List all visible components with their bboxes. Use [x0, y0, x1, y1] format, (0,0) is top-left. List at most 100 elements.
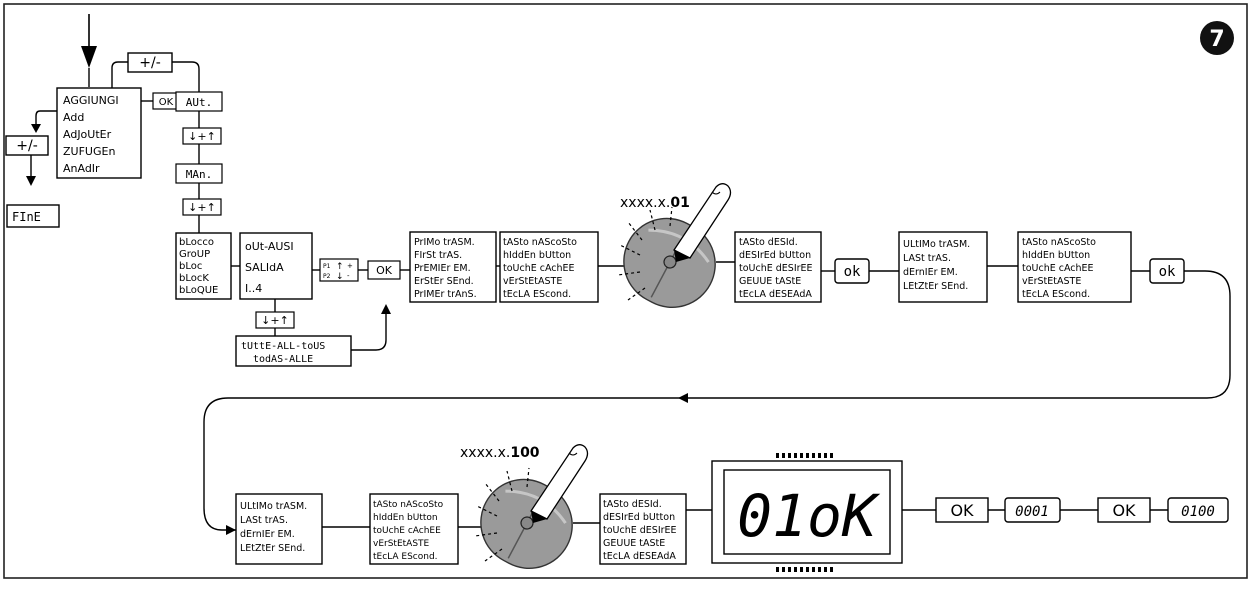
exit-arrowhead-1: [31, 124, 41, 133]
display-segment-tick: [806, 453, 809, 458]
out-line-3: I..4: [245, 282, 262, 295]
plus-minus-key-left-label: +/-: [16, 138, 38, 154]
all-return-connector: [351, 312, 386, 350]
block-line-3: bLoc: [179, 261, 202, 272]
last-1-line-4: LEtZtEr SEnd.: [903, 281, 968, 292]
loop-connector-left: [112, 62, 128, 88]
ok-key-4-label: OK: [1112, 501, 1136, 520]
figure-number: 7: [1209, 27, 1224, 52]
arrows-key-2-label: ↓+↑: [188, 201, 216, 214]
hidden-2-line-1: tASto nAScoSto: [1022, 237, 1096, 248]
add-line-5: AnAdIr: [63, 162, 100, 175]
hidden-button-lines-1: tASto nAScoSto hIddEn bUtton toUchE cAch…: [503, 237, 577, 300]
hidden-1-line-5: tEcLA EScond.: [503, 289, 571, 300]
hidden-2-line-2: hIddEn bUtton: [1022, 250, 1090, 261]
p1-plus-icon: +: [347, 262, 353, 270]
ok-lcd-key-2-label: ok: [1159, 264, 1176, 280]
all-line-2: todAS-ALLE: [253, 354, 313, 365]
first-tr-line-5: PrIMEr trAnS.: [414, 289, 477, 300]
ok-key-1-label: OK: [159, 97, 174, 108]
p2-label: P2: [323, 273, 331, 280]
exit-arrowhead-2: [26, 176, 36, 186]
block-line-2: GroUP: [179, 249, 210, 260]
display-segment-tick: [818, 453, 821, 458]
wrap-direction-arrowhead: [678, 393, 688, 403]
display-segment-tick: [794, 567, 797, 572]
desired-2-line-5: tEcLA dESEAdA: [603, 551, 676, 562]
block-line-1: bLocco: [179, 237, 214, 248]
first-transmission-lines: PrIMo trASM. FIrSt trAS. PrEMIEr EM. ErS…: [414, 237, 477, 300]
display-segment-tick: [782, 453, 785, 458]
ok-key-2-label: OK: [376, 264, 393, 277]
p1-label: P1: [323, 263, 331, 270]
p1-up-arrow-icon: ↑: [336, 262, 344, 272]
first-tr-line-4: ErStEr SEnd.: [414, 276, 474, 287]
p2-down-arrow-icon: ↓: [336, 272, 344, 282]
desired-2-line-2: dESIrEd bUtton: [603, 512, 675, 523]
desired-2-line-3: toUchE dESIrEE: [603, 525, 677, 536]
desired-1-line-4: GEUUE tAStE: [739, 276, 801, 287]
hidden-1-line-1: tASto nAScoSto: [503, 237, 577, 248]
last-1-line-1: ULtIMo trASM.: [903, 239, 970, 250]
last-code-label: xxxx.x.100: [460, 445, 540, 461]
counter-last-value: 0100: [1181, 504, 1215, 520]
plus-minus-key-top-label: +/-: [139, 55, 161, 71]
end-label: FInE: [12, 210, 41, 224]
last-1-line-3: dErnIEr EM.: [903, 267, 958, 278]
counter-first-value: 0001: [1015, 504, 1049, 520]
first-tr-line-2: FIrSt trAS.: [414, 250, 462, 261]
block-line-5: bLoQUE: [179, 285, 218, 296]
hidden-button-lines-2: tASto nAScoSto hIddEn bUtton toUchE cAch…: [1022, 237, 1096, 300]
display-segment-tick: [776, 567, 779, 572]
hidden-3-line-5: tEcLA EScond.: [373, 552, 438, 562]
hidden-button-lines-3: tASto nAScoSto hIddEn bUtton toUchE cAch…: [373, 500, 444, 562]
man-label: MAn.: [186, 168, 213, 181]
last-2-line-2: LASt trAS.: [240, 515, 288, 526]
display-segment-ticks-top: [776, 453, 833, 458]
display-segment-tick: [800, 567, 803, 572]
display-segment-tick: [782, 567, 785, 572]
desired-1-line-3: toUchE dESIrEE: [739, 263, 813, 274]
loop-connector-right: [172, 62, 199, 92]
arrows-key-1-label: ↓+↑: [188, 130, 216, 143]
first-tr-line-1: PrIMo trASM.: [414, 237, 475, 248]
add-line-2: Add: [63, 111, 84, 124]
display-segment-tick: [824, 453, 827, 458]
display-segment-tick: [788, 567, 791, 572]
display-segment-tick: [812, 453, 815, 458]
display-segment-tick: [812, 567, 815, 572]
entry-arrowhead: [81, 46, 97, 68]
block-line-4: bLocK: [179, 273, 209, 284]
display-segment-tick: [824, 567, 827, 572]
last-2-line-4: LEtZtEr SEnd.: [240, 543, 305, 554]
display-segment-tick: [818, 567, 821, 572]
hidden-3-line-2: hIddEn bUtton: [373, 513, 438, 523]
hidden-2-line-3: toUchE cAchEE: [1022, 263, 1094, 274]
display-readout: 01oK: [737, 482, 881, 550]
aut-label: AUt.: [186, 96, 213, 109]
out-line-1: oUt-AUSI: [245, 240, 294, 253]
last-1-line-2: LASt trAS.: [903, 253, 951, 264]
wrap-end-arrowhead: [226, 525, 236, 535]
hidden-2-line-5: tEcLA EScond.: [1022, 289, 1090, 300]
display-segment-tick: [776, 453, 779, 458]
desired-1-line-1: tASto dESId.: [739, 237, 798, 248]
add-line-3: AdJoUtEr: [63, 128, 112, 141]
hidden-2-line-4: vErStEtASTE: [1022, 276, 1081, 287]
desired-2-line-1: tASto dESId.: [603, 499, 662, 510]
arrows-key-3-label: ↓+↑: [261, 314, 289, 327]
hidden-3-line-1: tASto nAScoSto: [373, 500, 444, 510]
all-line-1: tUttE-ALL-toUS: [241, 341, 325, 352]
desired-1-line-2: dESIrEd bUtton: [739, 250, 811, 261]
hidden-1-line-2: hIddEn bUtton: [503, 250, 571, 261]
add-line-4: ZUFUGEn: [63, 145, 115, 158]
display-segment-tick: [794, 453, 797, 458]
add-line-1: AGGIUNGI: [63, 94, 119, 107]
desired-2-line-4: GEUUE tAStE: [603, 538, 665, 549]
desired-1-line-5: tEcLA dESEAdA: [739, 289, 812, 300]
display-segment-tick: [800, 453, 803, 458]
first-code-label: xxxx.x.01: [620, 195, 690, 211]
display-segment-tick: [830, 453, 833, 458]
